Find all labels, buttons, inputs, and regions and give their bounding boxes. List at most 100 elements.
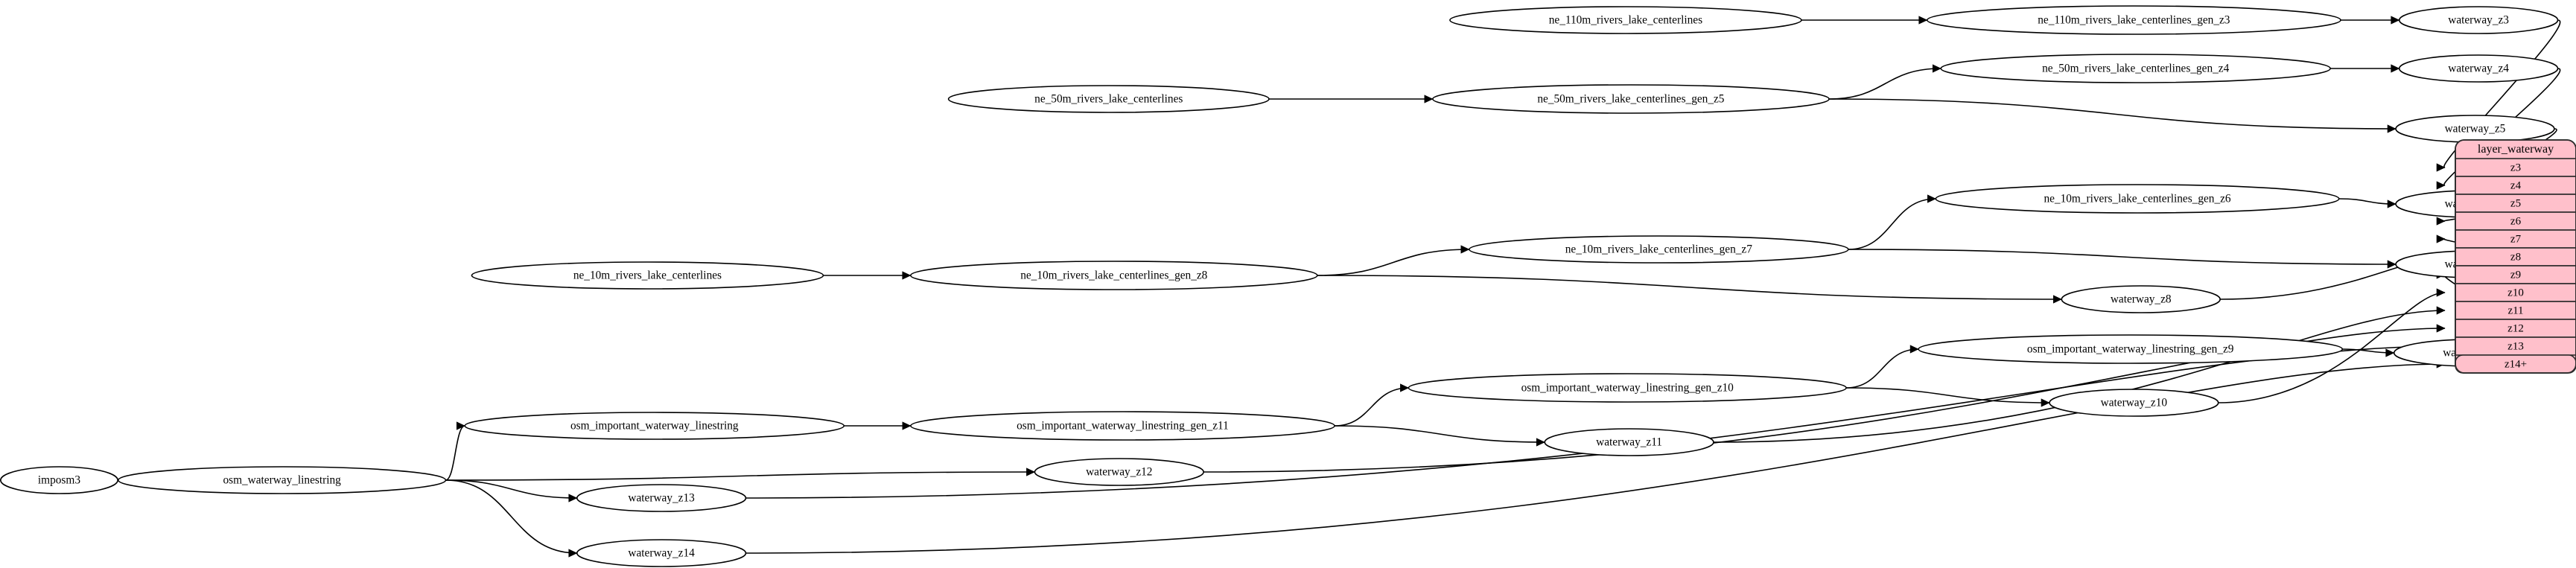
- node-shape: [1432, 84, 1830, 114]
- arrowhead-icon: [1918, 16, 1928, 25]
- arrowhead-icon: [568, 494, 578, 502]
- node-shape: [1544, 428, 1714, 456]
- arrowhead-icon: [2436, 234, 2446, 243]
- nodes-layer: imposm3 osm_waterway_linestring osm_import…: [0, 5, 2559, 567]
- arrowhead-icon: [1932, 64, 1941, 73]
- node-ne_10m_rivers_lake_centerlines_gen_z6[interactable]: ne_10m_rivers_lake_centerlines_gen_z6: [1935, 184, 2340, 214]
- node-ne_10m_rivers_lake_centerlines_gen_z7[interactable]: ne_10m_rivers_lake_centerlines_gen_z7: [1468, 235, 1849, 264]
- edge-ne_110m_rivers_lake_centerlines_gen_z3-to-waterway_z3: [2341, 16, 2400, 25]
- node-waterway_z3[interactable]: waterway_z3: [2398, 6, 2559, 34]
- table-row-z14+[interactable]: z14+: [2455, 354, 2576, 374]
- node-label: ne_50m_rivers_lake_centerlines_gen_z4: [2042, 63, 2229, 75]
- node-osm_important_waterway_linestring_gen_z9[interactable]: osm_important_waterway_linestring_gen_z9: [1918, 334, 2344, 364]
- table-row-z6[interactable]: z6: [2455, 211, 2576, 231]
- node-label: waterway_z12: [1086, 466, 1152, 479]
- node-label: ne_50m_rivers_lake_centerlines_gen_z5: [1537, 93, 1724, 106]
- node-label: ne_50m_rivers_lake_centerlines: [1034, 93, 1183, 106]
- node-ne_50m_rivers_lake_centerlines_gen_z5[interactable]: ne_50m_rivers_lake_centerlines_gen_z5: [1432, 84, 1830, 114]
- edge-osm_important_waterway_linestring_gen_z9-to-waterway_z9: [2342, 348, 2395, 357]
- node-shape: [118, 466, 447, 494]
- node-shape: [2398, 54, 2559, 83]
- node-waterway_z14[interactable]: waterway_z14: [576, 539, 747, 567]
- node-shape: [1408, 373, 1847, 403]
- edge-osm_waterway_linestring-to-waterway_z12: [445, 468, 1036, 481]
- table-row-label: z4: [2510, 179, 2522, 191]
- node-label: waterway_z4: [2448, 63, 2509, 75]
- arrowhead-icon: [2436, 163, 2446, 172]
- table-row-z4[interactable]: z4: [2455, 176, 2576, 195]
- node-shape: [576, 484, 747, 512]
- table-row-label: z5: [2510, 197, 2521, 209]
- node-waterway_z4[interactable]: waterway_z4: [2398, 54, 2559, 83]
- table-header-label: layer_waterway: [2478, 143, 2554, 156]
- table-row-z12[interactable]: z12: [2455, 319, 2576, 338]
- node-ne_110m_rivers_lake_centerlines[interactable]: ne_110m_rivers_lake_centerlines: [1449, 6, 1802, 34]
- edge-ne_10m_rivers_lake_centerlines_gen_z7-to-waterway_z7: [1848, 249, 2397, 269]
- table-row-z9[interactable]: z9: [2455, 265, 2576, 284]
- node-label: osm_important_waterway_linestring_gen_z1…: [1017, 420, 1229, 433]
- node-waterway_z12[interactable]: waterway_z12: [1034, 458, 1204, 486]
- node-shape: [464, 412, 845, 440]
- table-row-z8[interactable]: z8: [2455, 247, 2576, 267]
- node-ne_110m_rivers_lake_centerlines_gen_z3[interactable]: ne_110m_rivers_lake_centerlines_gen_z3: [1926, 5, 2341, 35]
- node-imposm3[interactable]: imposm3: [0, 466, 118, 494]
- node-waterway_z11[interactable]: waterway_z11: [1544, 428, 1714, 456]
- edge-osm_important_waterway_linestring-to-osm_important_waterway_linestring_gen_z11: [844, 421, 912, 430]
- node-ne_50m_rivers_lake_centerlines_gen_z4[interactable]: ne_50m_rivers_lake_centerlines_gen_z4: [1940, 54, 2331, 83]
- node-waterway_z10[interactable]: waterway_z10: [2049, 389, 2219, 417]
- edge-ne_10m_rivers_lake_centerlines-to-ne_10m_rivers_lake_centerlines_gen_z8: [823, 271, 912, 280]
- edge-ne_10m_rivers_lake_centerlines_gen_z6-to-waterway_z6: [2338, 198, 2397, 208]
- node-label: imposm3: [38, 474, 80, 487]
- node-shape: [1926, 5, 2341, 35]
- table-row-label: z14+: [2505, 358, 2527, 370]
- table-row-z10[interactable]: z10: [2455, 283, 2576, 302]
- arrowhead-icon: [1909, 345, 1919, 354]
- edge-waterway_z3-to-layer_waterway.z3: [2436, 19, 2561, 172]
- node-osm_important_waterway_linestring_gen_z11[interactable]: osm_important_waterway_linestring_gen_z1…: [910, 411, 1335, 441]
- arrowhead-icon: [1400, 383, 1410, 392]
- node-ne_10m_rivers_lake_centerlines[interactable]: ne_10m_rivers_lake_centerlines: [471, 261, 824, 290]
- node-waterway_z8[interactable]: waterway_z8: [2061, 285, 2221, 313]
- edge-ne_50m_rivers_lake_centerlines_gen_z5-to-waterway_z5: [1829, 98, 2397, 133]
- edge-ne_10m_rivers_lake_centerlines_gen_z8-to-ne_10m_rivers_lake_centerlines_gen_z7: [1317, 245, 1470, 276]
- table-row-z5[interactable]: z5: [2455, 194, 2576, 213]
- node-waterway_z5[interactable]: waterway_z5: [2395, 115, 2555, 143]
- table-row-label: z8: [2510, 251, 2521, 263]
- table-row-z13[interactable]: z13: [2455, 336, 2576, 356]
- table-row-z11[interactable]: z11: [2455, 301, 2576, 320]
- node-ne_10m_rivers_lake_centerlines_gen_z8[interactable]: ne_10m_rivers_lake_centerlines_gen_z8: [909, 261, 1318, 290]
- arrowhead-icon: [1460, 245, 1470, 254]
- node-label: waterway_z8: [2111, 293, 2172, 306]
- table-row-z3[interactable]: z3: [2455, 158, 2576, 177]
- node-shape: [1940, 54, 2331, 83]
- node-label: osm_important_waterway_linestring_gen_z1…: [1521, 382, 1734, 395]
- node-osm_important_waterway_linestring[interactable]: osm_important_waterway_linestring: [464, 412, 845, 440]
- table-row-cell: [2455, 283, 2576, 302]
- node-shape: [576, 539, 747, 567]
- edges-layer: [109, 16, 2561, 558]
- arrowhead-icon: [2436, 217, 2446, 226]
- arrowhead-icon: [568, 549, 578, 558]
- node-shape: [1449, 6, 1802, 34]
- edge-ne_50m_rivers_lake_centerlines-to-ne_50m_rivers_lake_centerlines_gen_z5: [1268, 95, 1434, 103]
- arrowhead-icon: [2436, 181, 2446, 190]
- arrowhead-icon: [2391, 64, 2400, 73]
- edge-osm_waterway_linestring-to-osm_important_waterway_linestring: [445, 421, 465, 481]
- node-osm_important_waterway_linestring_gen_z10[interactable]: osm_important_waterway_linestring_gen_z1…: [1408, 373, 1847, 403]
- node-label: osm_waterway_linestring: [223, 474, 341, 487]
- arrowhead-icon: [2387, 260, 2397, 269]
- edge-ne_50m_rivers_lake_centerlines_gen_z5-to-ne_50m_rivers_lake_centerlines_gen_z4: [1829, 64, 1941, 100]
- edge-waterway_z11-to-layer_waterway.z11: [1713, 306, 2446, 443]
- arrowhead-icon: [2041, 398, 2050, 407]
- node-osm_waterway_linestring[interactable]: osm_waterway_linestring: [118, 466, 447, 494]
- arrowhead-icon: [2436, 288, 2446, 297]
- node-label: waterway_z14: [628, 547, 695, 560]
- edge-ne_110m_rivers_lake_centerlines-to-ne_110m_rivers_lake_centerlines_gen_z3: [1801, 16, 1928, 25]
- node-ne_50m_rivers_lake_centerlines[interactable]: ne_50m_rivers_lake_centerlines: [947, 85, 1270, 113]
- node-waterway_z13[interactable]: waterway_z13: [576, 484, 747, 512]
- node-label: ne_10m_rivers_lake_centerlines_gen_z8: [1020, 269, 1207, 282]
- arrowhead-icon: [2385, 348, 2395, 357]
- table-row-z7[interactable]: z7: [2455, 229, 2576, 249]
